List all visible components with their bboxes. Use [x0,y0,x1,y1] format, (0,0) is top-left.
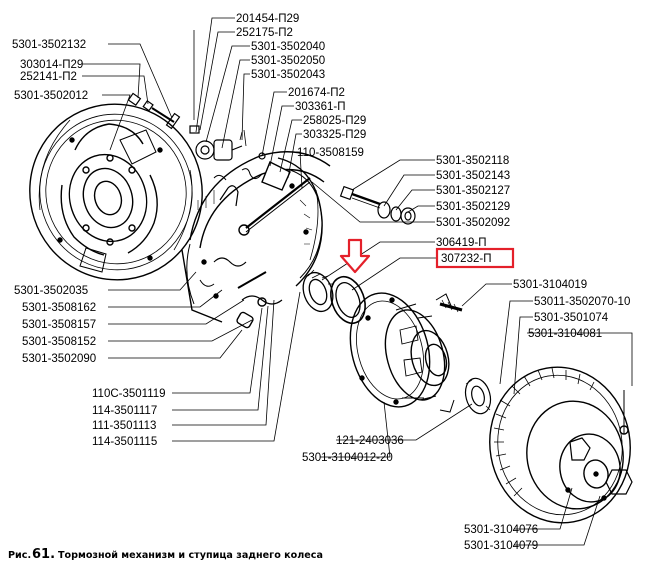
part-label: 303325-П29 [303,129,366,141]
part-label: 110-3508159 [297,147,364,159]
part-label: 5301-3502092 [436,217,510,229]
part-label: 5301-3502143 [436,170,510,182]
part-label: 5301-3508157 [22,319,96,331]
hub-drawing [349,292,455,413]
part-label: 306419-П [436,237,486,249]
part-label: 303014-П29 [20,59,83,71]
part-label: 5301-3502035 [14,285,88,297]
part-label: 114-3501115 [92,436,157,448]
part-label: 5301-3104081 [528,328,602,340]
part-label: 5301-3502127 [436,185,510,197]
anchor-bolt-drawing [339,185,416,225]
part-label: 5301-3502118 [436,155,509,167]
part-label: 5301-3104076 [464,524,538,536]
part-label: 5301-3104019 [513,279,587,291]
part-label: 110С-3501119 [92,388,166,400]
part-label: 252175-П2 [236,27,293,39]
part-label: 5301-3502090 [22,353,96,365]
part-label: 252141-П2 [20,71,77,83]
part-label: 258025-П29 [303,115,366,127]
brake-shoes-drawing [181,151,331,329]
part-label: 5301-3502043 [251,69,325,81]
part-label: 5301-3508152 [22,336,96,348]
part-label: 53011-3502070-10 [534,296,630,308]
part-label-highlighted: 307232-П [441,253,491,265]
small-parts-top-left [127,30,271,180]
part-label: 5301-3502132 [12,39,86,51]
caption-text: Тормозной механизм и ступица заднего кол… [58,550,323,561]
part-label: 121-2403036 [336,435,404,447]
part-label: 5301-3104012-20 [302,452,393,464]
highlight-box [435,247,515,269]
highlight-annotations [339,238,515,274]
part-label: 114-3501117 [92,405,157,417]
part-label: 201674-П2 [288,87,345,99]
figure-caption: Рис. 61. Тормозной механизм и ступица за… [8,547,323,562]
leader-lines [82,17,633,546]
backing-plate-drawing [29,103,203,281]
drum-fins [493,367,595,497]
part-label: 303361-П [295,101,345,113]
part-label: 201454-П29 [236,13,299,25]
stud-and-nut-drawing [439,299,492,415]
part-label: 5301-3508162 [22,302,96,314]
caption-prefix: Рис. [8,550,31,561]
part-label: 5301-3502050 [251,55,325,67]
part-number-labels: 201454-П29 252175-П2 5301-3502132 5301-3… [12,13,630,552]
highlight-down-arrow [339,238,371,274]
caption-number: 61. [32,547,55,562]
part-label: 5301-3502129 [436,201,510,213]
part-label: 111-3501113 [92,420,156,432]
brake-drum-drawing [489,366,633,524]
part-label: 5301-3502040 [251,41,325,53]
part-label: 5301-3104079 [464,540,538,552]
part-label: 5301-3502012 [14,90,88,102]
part-label: 5301-3501074 [534,312,609,324]
